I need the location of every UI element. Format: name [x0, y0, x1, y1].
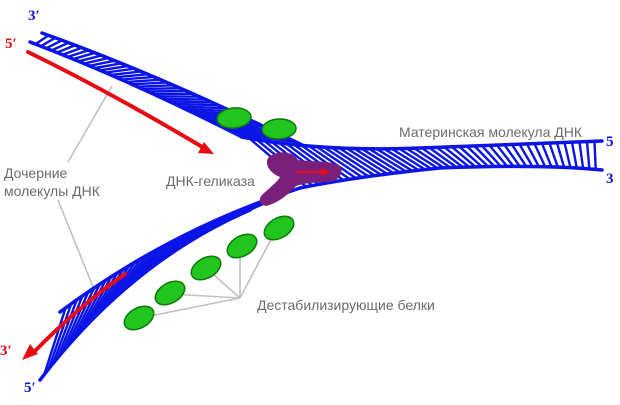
daughter-molecules-label-line2: молекулы ДНК	[4, 183, 101, 199]
end-label-right-3: 3	[606, 171, 614, 187]
base-pair-rung	[512, 144, 526, 166]
base-pair-rung	[519, 144, 532, 166]
end-label-right-5: 5	[606, 134, 614, 150]
base-pair-rung	[143, 88, 181, 89]
base-pair-rung	[557, 143, 564, 168]
base-pair-rung	[137, 85, 173, 86]
protein-lower-5	[120, 301, 158, 334]
protein-lower-2	[223, 229, 261, 262]
base-pair-rung	[164, 99, 206, 100]
base-pair-rung	[579, 142, 583, 169]
upper-arm-outer-strand	[30, 42, 242, 137]
daughter-molecules-label-line1: Дочерние	[4, 165, 68, 181]
base-pair-rung	[572, 142, 577, 168]
base-pair-rung	[127, 80, 161, 82]
end-label-upper-5prime: 5′	[5, 36, 17, 52]
end-label-lower-5prime: 5′	[24, 380, 36, 396]
parent-molecule-label: Материнская молекула ДНК	[399, 124, 583, 140]
dna-backbones	[30, 33, 602, 380]
base-pair-rung	[148, 91, 187, 92]
helicase-label: ДНК-геликаза	[166, 173, 255, 189]
pointer-line-protein-1	[140, 298, 240, 318]
base-pair-rungs	[35, 35, 595, 374]
end-label-upper-3prime: 3′	[28, 8, 40, 24]
base-pair-rung	[594, 141, 595, 169]
base-pair-rung	[132, 82, 167, 84]
new-strand-lower-arrowhead	[22, 344, 38, 360]
end-label-lower-3prime: 3′	[0, 343, 12, 359]
base-pair-rung	[377, 149, 413, 171]
pointer-line-daughter-upper	[68, 86, 112, 162]
base-pair-rung	[564, 142, 570, 167]
protein-upper-2	[261, 118, 296, 140]
destabilizing-proteins-label: Дестабилизирующие белки	[257, 297, 435, 313]
pointer-line-daughter-lower	[58, 200, 95, 292]
base-pair-rung	[587, 142, 589, 169]
protein-lower-4	[151, 276, 189, 309]
protein-lower-1	[260, 211, 298, 244]
